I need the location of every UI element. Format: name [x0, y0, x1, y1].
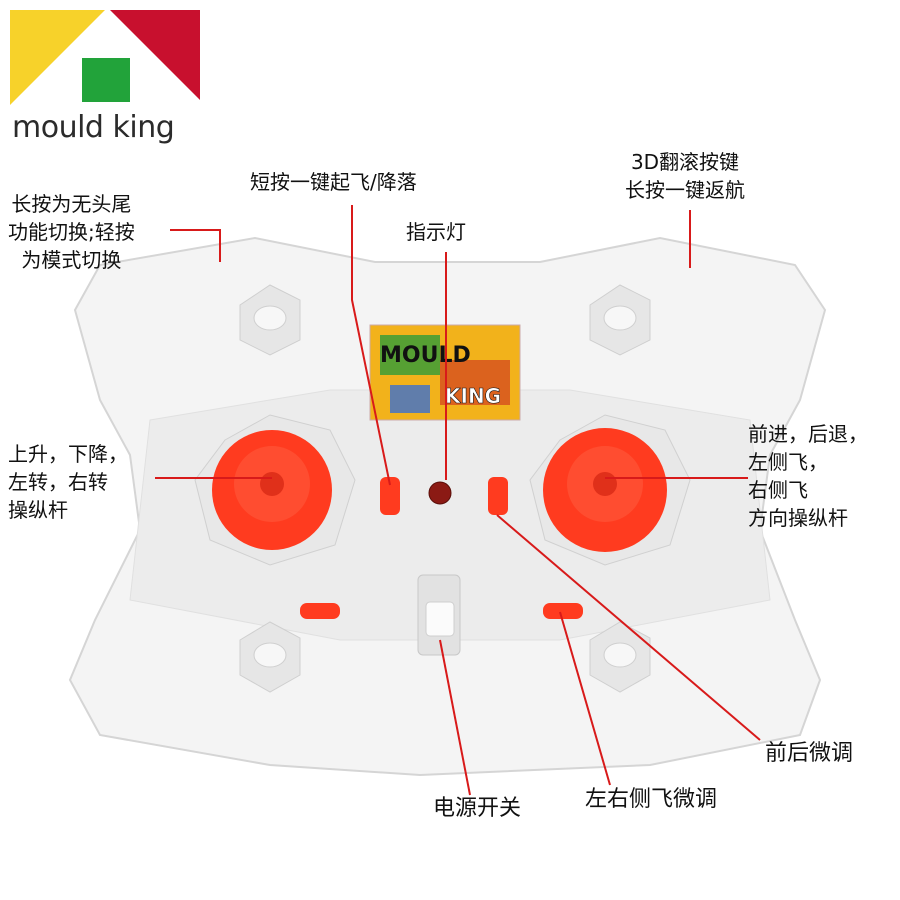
brand-logo [10, 10, 200, 105]
takeoff-landing-button[interactable] [380, 477, 400, 515]
label-takeoff-landing: 短按一键起飞/降落 [250, 170, 417, 194]
bottom-right-button[interactable] [589, 621, 651, 693]
forward-back-trim-button[interactable] [488, 477, 508, 515]
label-flip-return: 3D翻滚按键 长按一键返航 [625, 150, 745, 202]
power-switch[interactable] [417, 574, 461, 656]
top-right-button[interactable] [589, 284, 651, 356]
screen-art-text-2: KING [445, 384, 501, 408]
right-joystick[interactable] [529, 414, 691, 566]
label-fb-trim: 前后微调 [765, 741, 854, 766]
brand-name: mould king [12, 110, 175, 145]
left-trim-button[interactable] [300, 603, 340, 619]
label-left-stick: 上升，下降， 左转，右转 操纵杆 [8, 442, 128, 522]
label-right-stick: 前进，后退， 左侧飞， 右侧飞 方向操纵杆 [748, 422, 868, 530]
label-power-switch: 电源开关 [433, 796, 522, 821]
indicator-light [428, 481, 452, 505]
label-headless-mode: 长按为无头尾 功能切换;轻按 为模式切换 [8, 192, 135, 272]
bottom-left-button[interactable] [239, 621, 301, 693]
label-lr-trim: 左右侧飞微调 [585, 787, 718, 812]
screen-art-text-1: MOULD [380, 343, 471, 368]
controller-body [68, 236, 827, 777]
side-flight-trim-button[interactable] [543, 603, 583, 619]
label-indicator-light: 指示灯 [406, 220, 466, 244]
leader-lines [155, 205, 761, 796]
left-joystick[interactable] [194, 414, 356, 566]
top-left-button[interactable] [239, 284, 301, 356]
